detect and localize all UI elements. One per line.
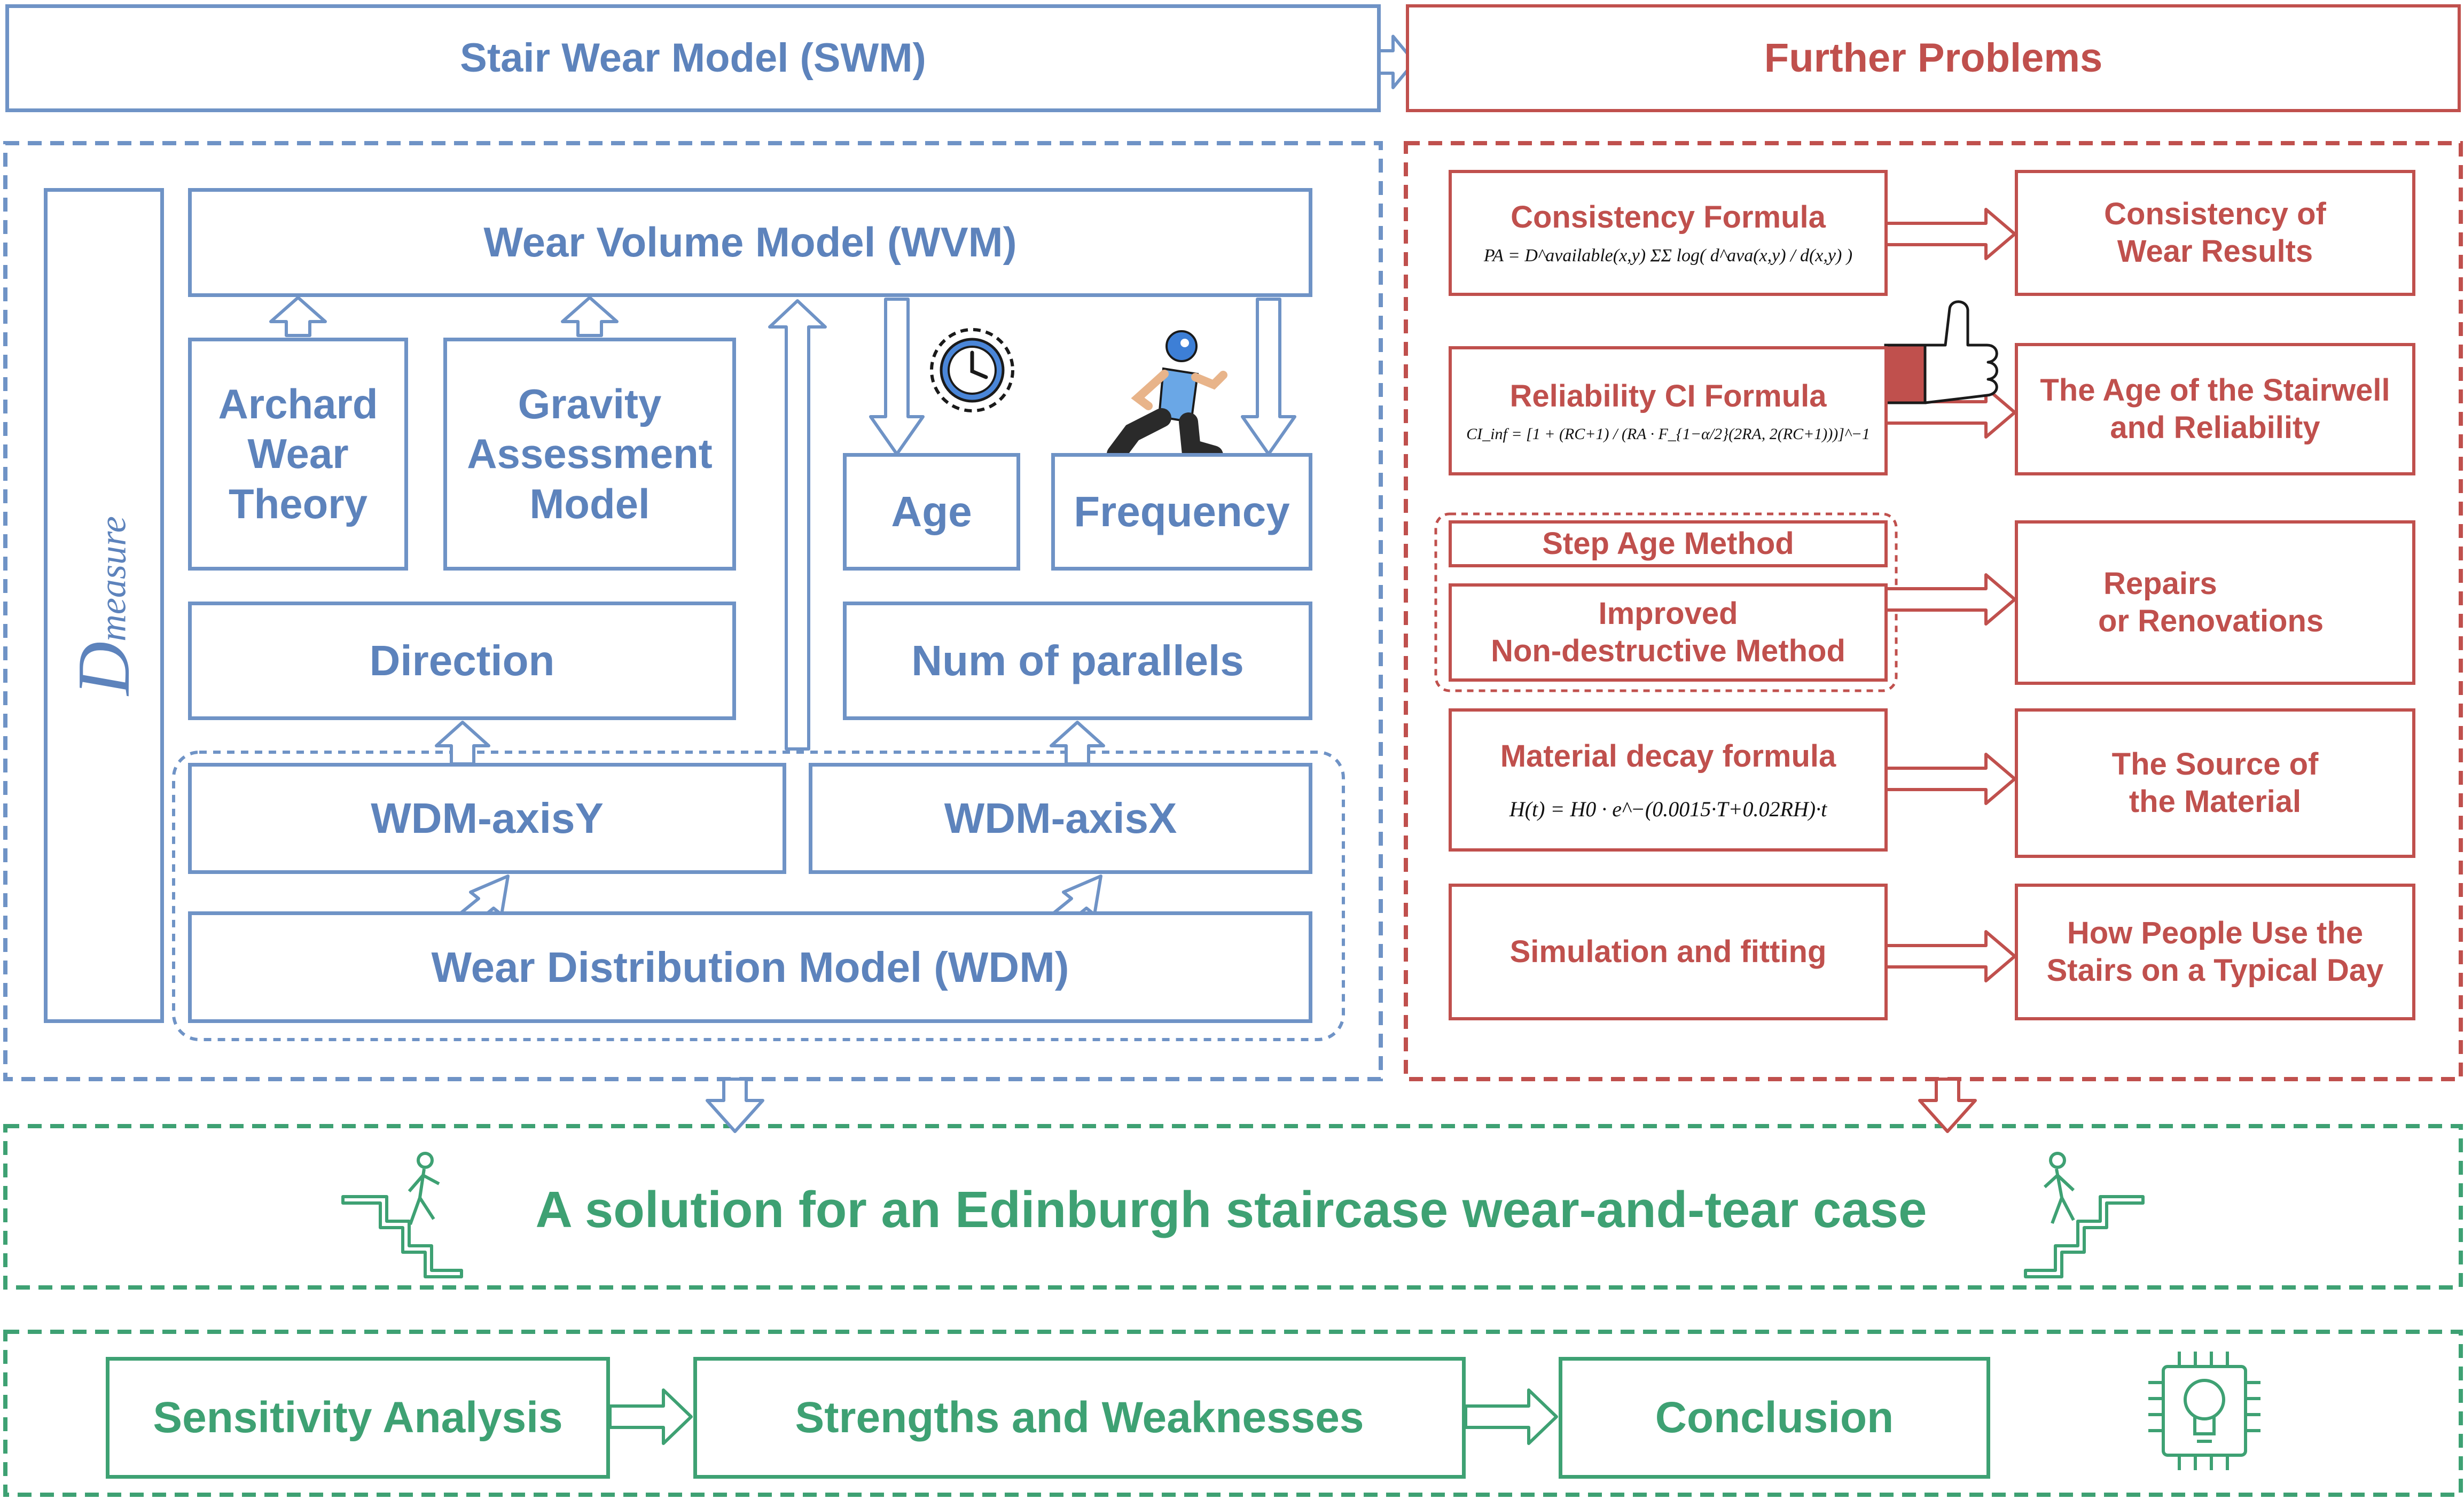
wdm-label: Wear Distribution Model (WDM) [431,943,1069,991]
solution-text: A solution for an Edinburgh staircase we… [535,1181,1927,1238]
bottom-dashed-region [3,1330,2463,1497]
step-age-method-label: Step Age Method [1542,526,1794,561]
gravity-to-wvm-arrow [561,296,619,337]
age-box: Age [843,453,1020,571]
axisy-to-direction-arrow [435,721,490,766]
sensitivity-to-strengths-arrow [608,1388,693,1445]
improved-method-box: Improved Non-destructive Method [1449,583,1888,682]
material-decay-equation: H(t) = H0 · e^−(0.0015·T+0.02RH)·t [1509,797,1827,821]
further-dashed-region [1404,141,2463,1081]
result-consistency-box: Consistency of Wear Results [2015,170,2415,296]
wdm-axis-y-label: WDM-axisY [371,794,604,842]
stairs-person-icon-left [341,1152,463,1278]
sensitivity-analysis-box: Sensitivity Analysis [106,1357,610,1479]
reliability-arrow [1883,386,2016,439]
d-measure-box: Dmeasure [44,188,164,1023]
reliability-formula-box: Reliability CI Formula CI_inf = [1 + (RC… [1449,346,1888,475]
wdm-group-dashed [172,751,1345,1041]
simulation-box: Simulation and fitting [1449,884,1888,1020]
material-decay-box: Material decay formula H(t) = H0 · e^−(0… [1449,708,1888,852]
wdm-axis-x-box: WDM-axisX [809,763,1312,874]
result-usage-box: How People Use the Stairs on a Typical D… [2015,884,2415,1020]
strengths-to-conclusion-arrow [1464,1388,1558,1445]
frequency-box: Frequency [1051,453,1312,571]
sensitivity-analysis-label: Sensitivity Analysis [153,1393,563,1442]
improved-arrow [1883,573,2016,626]
lightbulb-chip-icon [2148,1352,2260,1470]
simulation-label: Simulation and fitting [1509,934,1827,970]
swm-title-box: Stair Wear Model (SWM) [5,4,1381,112]
decay-arrow [1883,753,2016,805]
wdm-box: Wear Distribution Model (WDM) [188,911,1312,1023]
simulation-arrow [1883,930,2016,982]
strengths-weaknesses-box: Strengths and Weaknesses [693,1357,1466,1479]
consistency-formula-equation: PA = D^available(x,y) ΣΣ log( d^ava(x,y)… [1483,246,1853,266]
solution-dashed-region [3,1124,2463,1290]
consistency-formula-label: Consistency Formula [1511,199,1826,235]
result-repairs-box: Repairs or Renovations [2015,520,2415,685]
running-person-icon [1107,330,1227,465]
reliability-formula-label: Reliability CI Formula [1509,379,1827,414]
wdm-axis-y-box: WDM-axisY [188,763,786,874]
direction-box: Direction [188,602,736,720]
swm-title: Stair Wear Model (SWM) [460,35,926,81]
conclusion-label: Conclusion [1655,1393,1894,1442]
further-to-solution-arrow [1918,1078,1977,1133]
clock-icon [930,328,1014,412]
swm-to-solution-arrow [706,1078,764,1133]
consistency-formula-box: Consistency Formula PA = D^available(x,y… [1449,170,1888,296]
thumbs-up-icon [1884,300,1998,404]
result-material-source-box: The Source of the Material [2015,708,2415,858]
age-label: Age [891,488,972,535]
material-decay-label: Material decay formula [1500,739,1836,774]
wvm-to-age-arrow [869,298,925,456]
strengths-weaknesses-label: Strengths and Weaknesses [795,1393,1364,1442]
further-problems-title-box: Further Problems [1406,4,2461,112]
conclusion-box: Conclusion [1559,1357,1990,1479]
num-parallels-box: Num of parallels [843,602,1312,720]
axisy-to-wvm-arrow [768,299,827,751]
archard-box: Archard Wear Theory [188,338,408,571]
wvm-label: Wear Volume Model (WVM) [483,218,1017,266]
wvm-box: Wear Volume Model (WVM) [188,188,1312,297]
d-measure-label: Dmeasure [62,516,145,696]
step-age-method-box: Step Age Method [1449,520,1888,567]
swm-dashed-region [3,141,1383,1081]
stairs-person-icon-right [2024,1152,2145,1278]
frequency-label: Frequency [1074,488,1290,535]
axisx-to-parallels-arrow [1050,721,1105,766]
num-parallels-label: Num of parallels [911,637,1244,684]
gravity-assessment-box: Gravity Assessment Model [443,338,736,571]
wdm-axis-x-label: WDM-axisX [944,794,1177,842]
reliability-formula-equation: CI_inf = [1 + (RC+1) / (RA · F_{1−α/2}(2… [1466,425,1870,443]
result-age-reliability-box: The Age of the Stairwell and Reliability [2015,343,2415,475]
archard-to-wvm-arrow [269,296,327,337]
wvm-to-frequency-arrow-shape [1241,298,1296,456]
consistency-arrow [1883,208,2016,260]
further-problems-title: Further Problems [1764,35,2103,81]
direction-label: Direction [369,637,555,684]
